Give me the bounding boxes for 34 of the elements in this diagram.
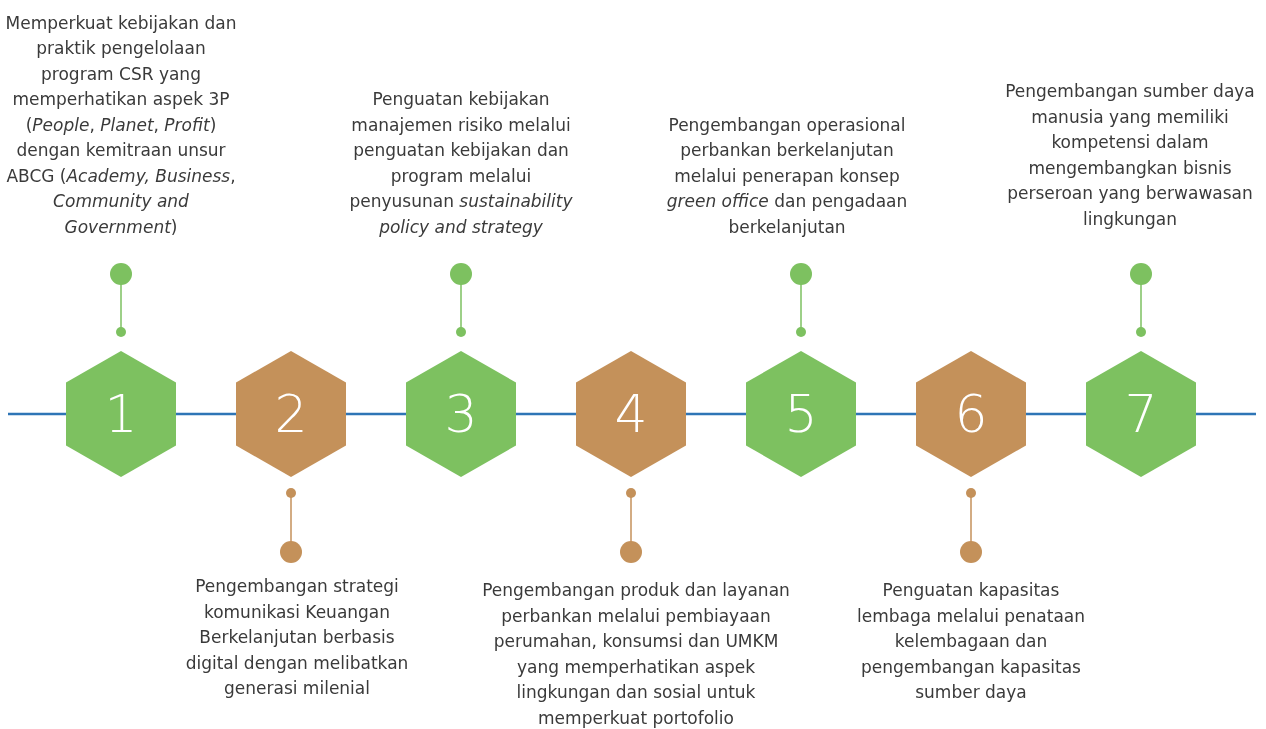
timeline-line [346, 412, 406, 416]
pin-connector [1130, 263, 1152, 337]
milestone-text: Penguatan kapasitas lembaga melalui penataan kelembagaan dan pengembangan kapasitas sumber daya [846, 578, 1096, 706]
timeline-line [176, 412, 236, 416]
pin-connector [450, 263, 472, 337]
step-hexagon [576, 351, 686, 477]
milestone-text: Pengembangan strategi komunikasi Keuangan Berkelanjutan berbasis digital dengan melibatkan generasi milenial [177, 574, 417, 702]
step-number: 2 [273, 384, 309, 444]
pin-connector [620, 488, 642, 563]
step-number: 1 [103, 384, 139, 444]
step-hexagon [916, 351, 1026, 477]
timeline-line [686, 412, 746, 416]
milestone-text: Penguatan kebijakan manajemen risiko melalui penguatan kebijakan dan program melalui penyusunan sustainability policy and strategy [338, 87, 584, 240]
step-hexagon [746, 351, 856, 477]
milestone-text: Memperkuat kebijakan dan praktik pengelolaan program CSR yang memperhatikan aspek 3P (People, Planet, Profit) dengan kemitraan unsur ABCG (Academy, Business, Community and Government) [1, 10, 241, 240]
step-number: 7 [1123, 384, 1159, 444]
milestone-text: Pengembangan produk dan layanan perbankan melalui pembiayaan perumahan, konsumsi dan UMKM yang memperhatikan aspek lingkungan dan sosial untuk memperkuat portofolio [481, 578, 791, 729]
step-number: 3 [443, 384, 479, 444]
step-number: 5 [783, 384, 819, 444]
pin-connector [110, 263, 132, 337]
pin-connector [960, 488, 982, 563]
timeline-line [516, 412, 576, 416]
pin-connector [790, 263, 812, 337]
milestone-text: Pengembangan operasional perbankan berkelanjutan melalui penerapan konsep green office dan pengadaan berkelanjutan [657, 112, 917, 240]
step-hexagon [236, 351, 346, 477]
step-number: 6 [953, 384, 989, 444]
pin-connector [280, 488, 302, 563]
step-hexagon [406, 351, 516, 477]
timeline-line [1026, 412, 1086, 416]
timeline-line [856, 412, 916, 416]
step-hexagon [1086, 351, 1196, 477]
milestone-text: Pengembangan sumber daya manusia yang memiliki kompetensi dalam mengembangkan bisnis perseroan yang berwawasan lingkungan [1000, 79, 1260, 232]
step-hexagon [66, 351, 176, 477]
step-number: 4 [613, 384, 649, 444]
